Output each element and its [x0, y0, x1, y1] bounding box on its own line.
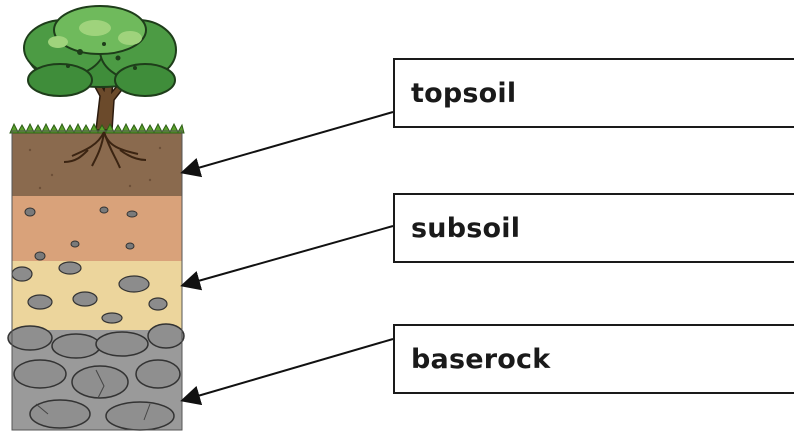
topsoil-texture	[28, 146, 162, 190]
subsoil-pebbles	[24, 206, 138, 261]
foliage-spots	[66, 42, 137, 70]
rock-cracks	[35, 369, 151, 421]
pointer-baserock	[180, 338, 394, 406]
label-baserock: baserock	[411, 343, 551, 375]
label-subsoil: subsoil	[411, 212, 521, 244]
tree-illustration	[23, 5, 177, 131]
label-topsoil: topsoil	[411, 77, 517, 109]
tree-roots	[63, 131, 147, 169]
soil-column	[7, 122, 185, 431]
baserock-rocks	[7, 323, 185, 431]
tree-foliage	[23, 5, 177, 97]
label-box-baserock: baserock	[393, 324, 794, 394]
foliage-highlights	[48, 20, 142, 48]
label-box-subsoil: subsoil	[393, 193, 794, 263]
pointer-subsoil	[180, 225, 394, 291]
subsoil-stones	[11, 261, 168, 324]
label-box-topsoil: topsoil	[393, 58, 794, 128]
pointer-topsoil	[180, 111, 394, 178]
subsoil-upper-layer	[12, 195, 182, 261]
